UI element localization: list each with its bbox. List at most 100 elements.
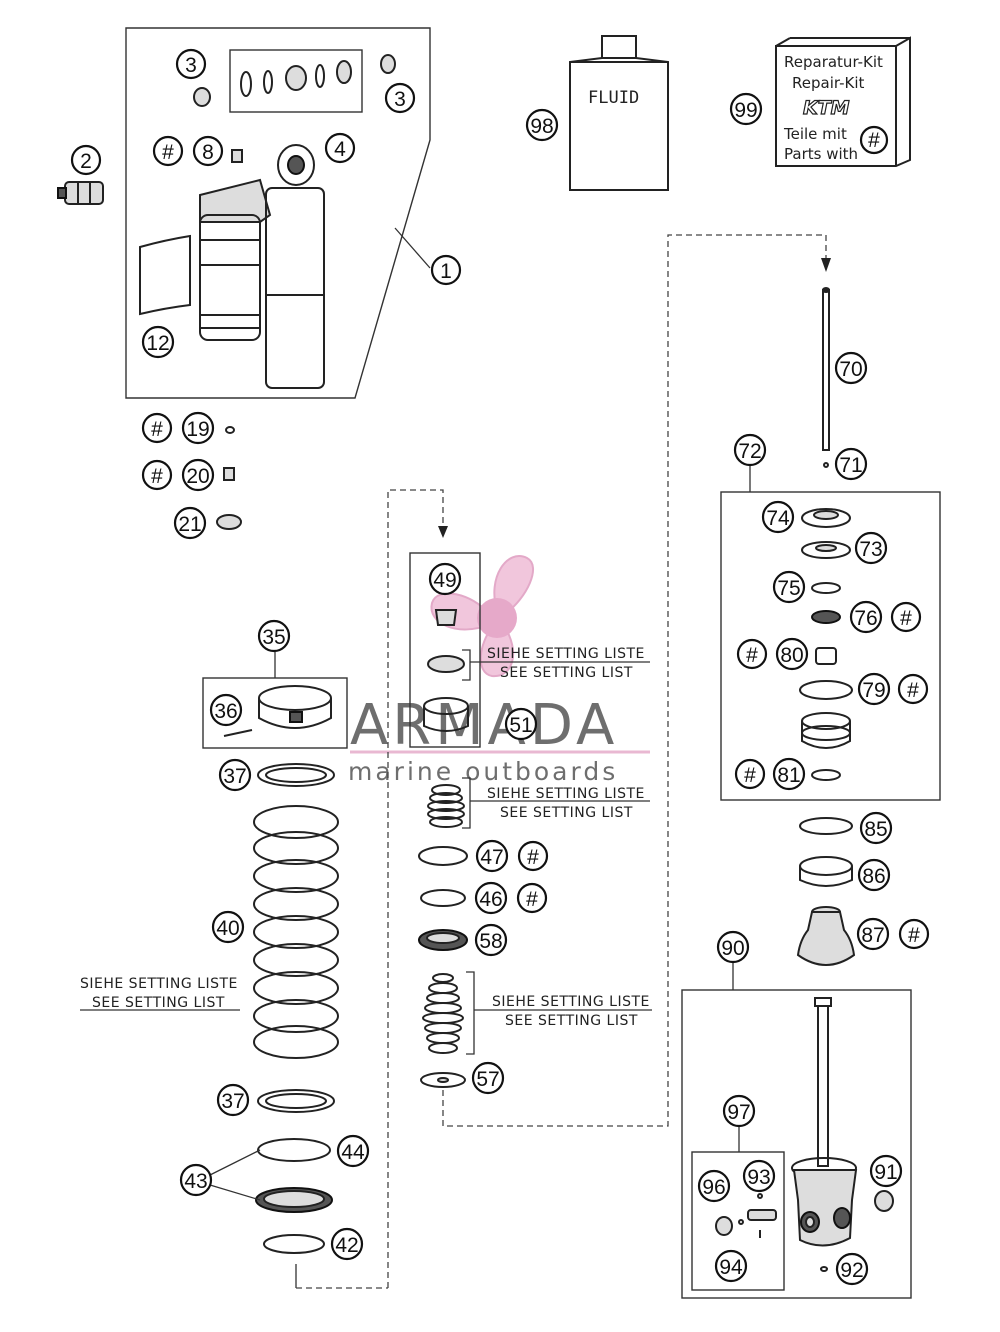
svg-text:35: 35 <box>262 626 285 649</box>
callout-72: 72 <box>733 433 767 467</box>
callout-51: 51 <box>504 707 538 741</box>
callout-44: 44 <box>336 1134 370 1168</box>
shim-stack-upper <box>427 784 465 828</box>
svg-text:90: 90 <box>721 937 744 960</box>
callout-1: 1 <box>430 254 462 286</box>
setting-note-4-de: SIEHE SETTING LISTE <box>492 994 650 1010</box>
bracket-mid <box>462 777 471 829</box>
washer-73 <box>801 541 851 559</box>
svg-text:12: 12 <box>146 332 169 355</box>
shim-stack-lower <box>422 973 464 1054</box>
svg-text:#: # <box>908 924 920 947</box>
callout-71: 71 <box>834 447 868 481</box>
circlip-85 <box>799 817 853 835</box>
callout-49: 49 <box>428 562 462 596</box>
shock-reservoir <box>199 178 272 341</box>
callout-74: 74 <box>761 500 795 534</box>
svg-text:#: # <box>907 679 919 702</box>
callout-92: 92 <box>835 1252 869 1286</box>
seal-head <box>801 712 851 749</box>
adjuster-box <box>691 1151 785 1291</box>
repair-kit-en: Repair-Kit <box>792 74 864 92</box>
svg-text:8: 8 <box>202 141 214 164</box>
svg-text:97: 97 <box>727 1101 750 1124</box>
bushing-80 <box>815 647 837 665</box>
part-20 <box>223 467 235 481</box>
fluid-label: FLUID <box>588 88 639 108</box>
callout-93: 93 <box>742 1159 776 1193</box>
callout-hash-19: # <box>141 412 173 444</box>
svg-text:57: 57 <box>476 1068 499 1091</box>
guide-86 <box>799 856 853 887</box>
fluid-bottle: FLUID <box>569 35 669 191</box>
part-21 <box>216 514 242 530</box>
sleeve-12 <box>139 234 191 316</box>
svg-text:#: # <box>162 141 174 164</box>
arrow-down-icon <box>438 526 448 538</box>
repair-kit-de: Reparatur-Kit <box>784 53 883 71</box>
setting-note-3-de: SIEHE SETTING LISTE <box>80 976 238 992</box>
bushing-left <box>193 87 211 107</box>
bracket-lower <box>466 971 475 1055</box>
svg-text:37: 37 <box>221 1090 244 1113</box>
propeller-icon <box>430 555 534 678</box>
screw-8 <box>231 149 243 163</box>
washer-37-top-inner <box>265 767 327 783</box>
part-49 <box>434 609 458 626</box>
watermark-tagline: marine outboards <box>348 757 618 786</box>
callout-37b: 37 <box>216 1083 250 1117</box>
callout-36: 36 <box>209 693 243 727</box>
svg-text:47: 47 <box>480 846 503 869</box>
svg-text:19: 19 <box>186 418 209 441</box>
washer-37-bottom <box>257 1089 335 1113</box>
seal-76 <box>811 610 841 624</box>
svg-text:73: 73 <box>859 538 882 561</box>
callout-40: 40 <box>211 910 245 944</box>
setting-note-3-en: SEE SETTING LIST <box>92 995 225 1011</box>
svg-text:58: 58 <box>479 930 502 953</box>
bushing-right <box>380 54 396 74</box>
circlip-42 <box>263 1234 325 1254</box>
flow-line-left <box>387 489 444 1288</box>
washer-37-top <box>257 763 335 787</box>
callout-47: 47 <box>475 839 509 873</box>
callout-35: 35 <box>257 619 291 653</box>
ball-71 <box>823 462 829 468</box>
bump-rubber-87 <box>796 906 856 966</box>
svg-text:80: 80 <box>780 644 803 667</box>
seal-kit-parts <box>240 60 352 97</box>
callout-3a: 3 <box>175 48 207 80</box>
piston-51 <box>423 697 469 732</box>
coil-spring-40 <box>253 805 339 1059</box>
svg-text:#: # <box>746 644 758 667</box>
callout-46: 46 <box>474 881 508 915</box>
flow-line-right <box>442 234 827 1127</box>
callout-43: 43 <box>179 1163 213 1197</box>
svg-text:87: 87 <box>861 924 884 947</box>
washer-73-inner <box>815 544 837 552</box>
svg-text:43: 43 <box>184 1170 207 1193</box>
setting-note-2-de: SIEHE SETTING LISTE <box>487 786 645 802</box>
ring-81 <box>811 769 841 781</box>
callout-hash-76: # <box>890 601 922 633</box>
ring-79 <box>799 680 853 700</box>
piston-58-inner <box>426 932 460 944</box>
callout-hash-80: # <box>736 638 768 670</box>
damper-rod-box <box>681 989 912 1299</box>
setting-notes: SIEHE SETTING LISTE SEE SETTING LIST SIE… <box>80 646 650 1029</box>
callout-8: 8 <box>192 135 224 167</box>
leader-1 <box>394 227 431 269</box>
svg-text:#: # <box>526 888 538 911</box>
svg-text:96: 96 <box>702 1176 725 1199</box>
ktm-logo: KTM <box>803 97 850 119</box>
part-19 <box>225 426 235 434</box>
callout-hash-81: # <box>734 758 766 790</box>
callout-85: 85 <box>859 811 893 845</box>
svg-text:44: 44 <box>341 1141 365 1164</box>
callout-99: 99 <box>729 92 763 126</box>
washer-37-bottom-inner <box>265 1093 327 1109</box>
callout-hash-87: # <box>898 918 930 950</box>
svg-text:#: # <box>868 129 880 152</box>
svg-text:76: 76 <box>854 607 877 630</box>
ring-75 <box>811 582 841 594</box>
